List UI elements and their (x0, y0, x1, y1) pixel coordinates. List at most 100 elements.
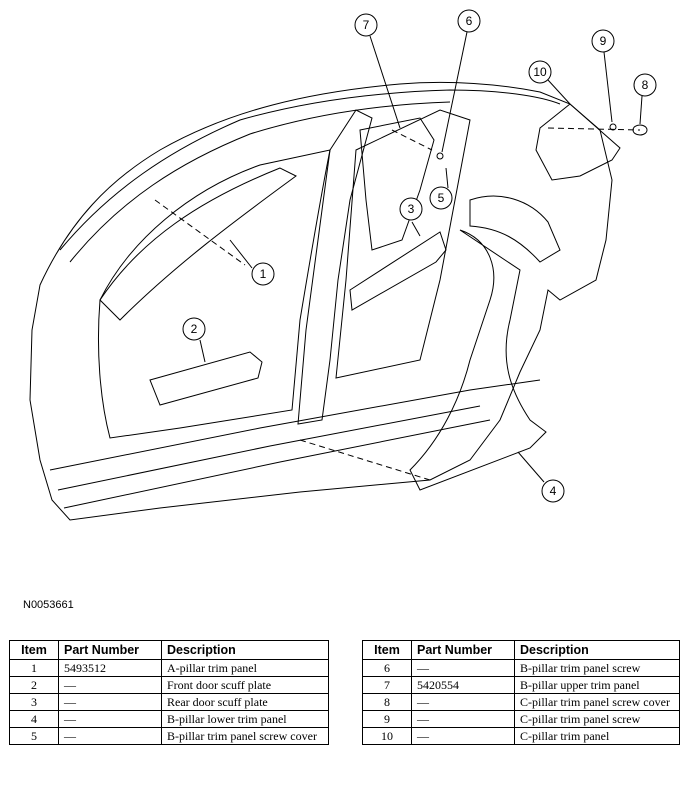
svg-text:3: 3 (408, 202, 415, 216)
parts-table-right: Item Part Number Description 6—B-pillar … (362, 640, 680, 745)
cell-part-number: — (58, 727, 162, 745)
header-item: Item (362, 640, 412, 660)
body-shell-outline (29, 81, 613, 521)
cell-item: 2 (9, 676, 59, 694)
screw-9 (609, 123, 617, 131)
cell-item: 6 (362, 659, 412, 677)
callout-4: 4 (541, 479, 565, 503)
front-door-opening (97, 149, 331, 439)
svg-text:2: 2 (191, 322, 198, 336)
cell-item: 7 (362, 676, 412, 694)
cell-item: 8 (362, 693, 412, 711)
dash-line-7 (391, 129, 433, 151)
table-header-row: Item Part Number Description (9, 640, 329, 660)
svg-text:7: 7 (363, 18, 370, 32)
cell-part-number: — (411, 659, 515, 677)
cell-part-number: 5493512 (58, 659, 162, 677)
svg-text:10: 10 (533, 65, 547, 79)
cell-item: 3 (9, 693, 59, 711)
callout-1: 1 (251, 262, 275, 286)
callout-10: 10 (528, 60, 552, 84)
header-part-number: Part Number (58, 640, 162, 660)
leader-6 (441, 31, 468, 153)
cell-part-number: — (58, 710, 162, 728)
b-pillar-lower-trim-panel (409, 229, 547, 491)
dash-line-1 (154, 199, 246, 266)
c-pillar-trim-panel (535, 103, 621, 181)
cell-item: 9 (362, 710, 412, 728)
cell-item: 1 (9, 659, 59, 677)
svg-text:6: 6 (466, 14, 473, 28)
cell-part-number: — (411, 710, 515, 728)
leader-1 (229, 239, 253, 269)
table-header-row: Item Part Number Description (362, 640, 680, 660)
rear-door-opening (335, 109, 471, 379)
roof-rail-inner (69, 101, 451, 263)
wheel-house (469, 195, 561, 263)
callout-5: 5 (429, 186, 453, 210)
svg-text:1: 1 (260, 267, 267, 281)
svg-text:5: 5 (438, 191, 445, 205)
cell-description: Front door scuff plate (161, 676, 329, 694)
leader-3 (411, 221, 421, 237)
figure-id: N0053661 (23, 599, 74, 611)
a-pillar-trim-panel (99, 167, 297, 321)
cell-description: C-pillar trim panel screw cover (514, 693, 680, 711)
cell-description: B-pillar upper trim panel (514, 676, 680, 694)
leader-5 (445, 167, 449, 189)
cell-description: B-pillar trim panel screw (514, 659, 680, 677)
front-door-scuff-plate (149, 351, 263, 406)
svg-text:8: 8 (642, 78, 649, 92)
callout-2: 2 (182, 317, 206, 341)
header-item: Item (9, 640, 59, 660)
cell-description: Rear door scuff plate (161, 693, 329, 711)
leader-8 (639, 95, 643, 125)
header-part-number: Part Number (411, 640, 515, 660)
svg-text:4: 4 (550, 484, 557, 498)
cell-description: A-pillar trim panel (161, 659, 329, 677)
table-row: 4—B-pillar lower trim panel (9, 710, 329, 728)
leader-7 (369, 35, 401, 129)
roof-rail (59, 89, 561, 251)
cell-description: C-pillar trim panel screw (514, 710, 680, 728)
svg-text:9: 9 (600, 34, 607, 48)
table-row: 5—B-pillar trim panel screw cover (9, 727, 329, 745)
cell-part-number: — (411, 693, 515, 711)
cell-item: 5 (9, 727, 59, 745)
leader-2 (199, 339, 206, 363)
cell-part-number: — (58, 676, 162, 694)
cell-item: 10 (362, 727, 412, 745)
dash-line-4 (299, 439, 431, 481)
callout-8: 8 (633, 73, 657, 97)
table-row: 10—C-pillar trim panel (362, 727, 680, 745)
b-pillar (297, 109, 373, 425)
table-row: 3—Rear door scuff plate (9, 693, 329, 711)
cell-description: B-pillar trim panel screw cover (161, 727, 329, 745)
rocker-sill (49, 379, 541, 509)
leader-9 (603, 51, 613, 123)
cell-description: C-pillar trim panel (514, 727, 680, 745)
leader-4 (517, 451, 545, 483)
leader-10 (547, 79, 571, 105)
b-pillar-upper-trim-panel (359, 117, 435, 251)
table-row: 9—C-pillar trim panel screw (362, 710, 680, 728)
cell-part-number: — (411, 727, 515, 745)
table-row: 6—B-pillar trim panel screw (362, 659, 680, 677)
callout-7: 7 (354, 13, 378, 37)
rear-door-scuff-plate (349, 231, 447, 311)
exploded-view-diagram: 1 2 3 4 5 6 7 8 9 10 (29, 9, 657, 521)
header-description: Description (514, 640, 680, 660)
header-description: Description (161, 640, 329, 660)
cell-description: B-pillar lower trim panel (161, 710, 329, 728)
cell-part-number: 5420554 (411, 676, 515, 694)
table-row: 2—Front door scuff plate (9, 676, 329, 694)
callout-9: 9 (591, 29, 615, 53)
callout-6: 6 (457, 9, 481, 33)
table-row: 8—C-pillar trim panel screw cover (362, 693, 680, 711)
callout-3: 3 (399, 197, 423, 221)
screw-6 (436, 152, 444, 160)
dash-line-9 (547, 127, 641, 131)
